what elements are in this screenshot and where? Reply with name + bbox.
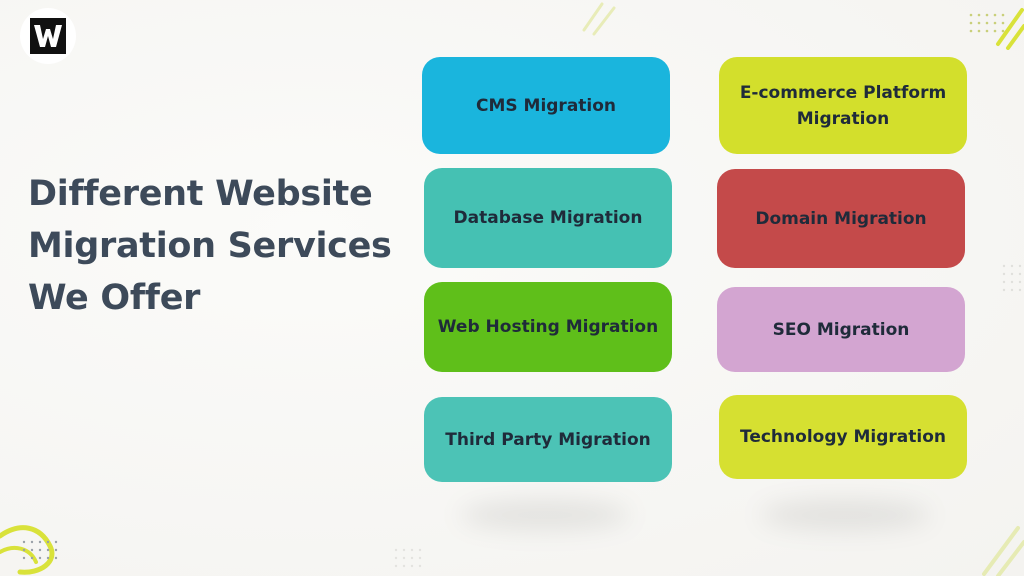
dot-grid-decoration-top-right bbox=[969, 13, 1005, 33]
service-card-third-party-migration: Third Party Migration bbox=[424, 397, 672, 482]
service-card-technology-migration: Technology Migration bbox=[719, 395, 967, 479]
service-card-cms-migration: CMS Migration bbox=[422, 57, 670, 154]
card-shadow bbox=[760, 500, 930, 530]
service-card-domain-migration: Domain Migration bbox=[717, 169, 965, 268]
card-label: Database Migration bbox=[453, 208, 643, 228]
w-logo-icon bbox=[30, 18, 66, 54]
card-label: CMS Migration bbox=[475, 95, 617, 116]
card-label: Domain Migration bbox=[755, 208, 927, 229]
squiggle-decoration-bottom-left bbox=[0, 525, 58, 575]
card-label: E-commerce Platform Migration bbox=[739, 82, 947, 129]
brand-logo bbox=[20, 8, 76, 64]
service-card-web-hosting-migration: Web Hosting Migration bbox=[424, 282, 672, 372]
title-line: Migration Services bbox=[28, 226, 392, 266]
service-card-seo-migration: SEO Migration bbox=[717, 287, 965, 372]
title-line: Different Website bbox=[28, 174, 373, 214]
card-label: SEO Migration bbox=[772, 319, 910, 340]
title-line: We Offer bbox=[28, 278, 201, 318]
stripe-decoration-top-center bbox=[582, 2, 616, 36]
dot-grid-decoration-bottom-center bbox=[394, 548, 422, 568]
page-title: Different Website Migration Services We … bbox=[28, 168, 408, 324]
card-label: Web Hosting Migration bbox=[437, 317, 659, 337]
stripe-decoration-top-right bbox=[996, 8, 1024, 50]
stripe-decoration-bottom-right bbox=[982, 526, 1024, 576]
card-label: Technology Migration bbox=[739, 427, 946, 447]
card-shadow bbox=[460, 500, 630, 530]
service-card-database-migration: Database Migration bbox=[424, 168, 672, 268]
service-card-ecommerce-migration: E-commerce Platform Migration bbox=[719, 57, 967, 154]
dot-grid-decoration-right bbox=[1002, 264, 1022, 292]
card-label: Third Party Migration bbox=[445, 429, 651, 450]
